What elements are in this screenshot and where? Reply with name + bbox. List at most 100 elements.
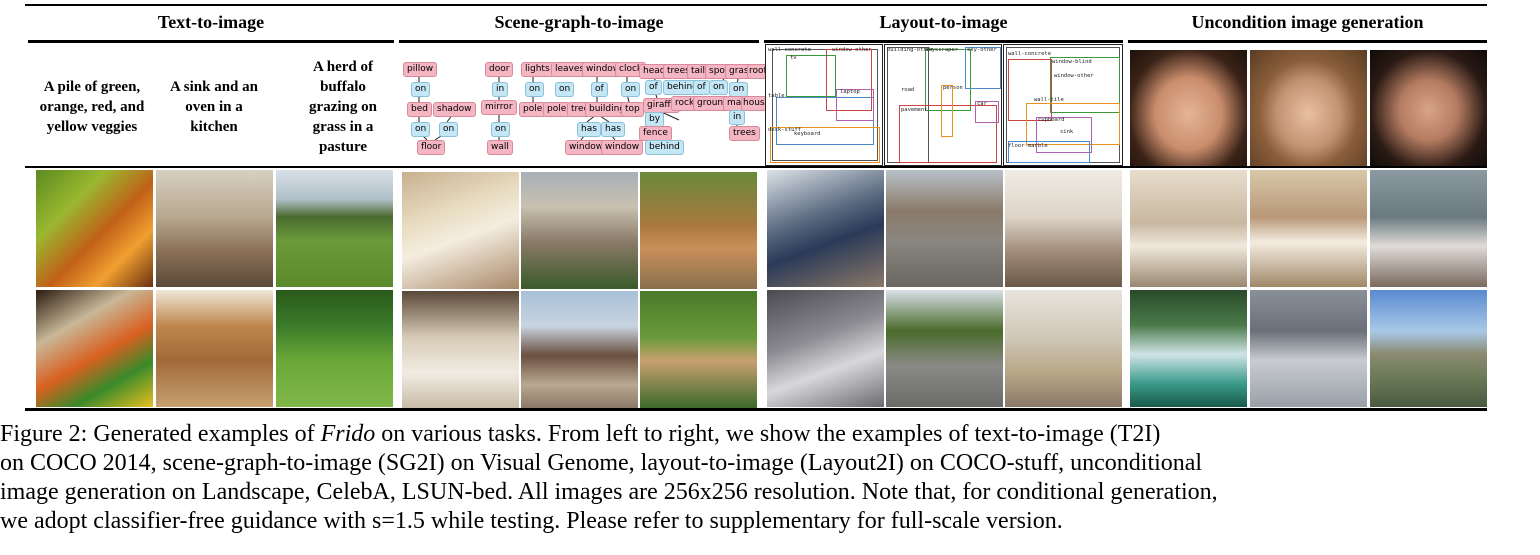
sg-node: has xyxy=(601,122,625,137)
layout-label: keyboard xyxy=(794,131,821,137)
generated-image-bed-2 xyxy=(1250,170,1367,287)
sg-node: on xyxy=(439,122,459,137)
sg-node: mirror xyxy=(481,100,517,115)
sg-node: behind xyxy=(645,140,684,155)
mid-rule xyxy=(25,166,1487,168)
layout-label: building-other xyxy=(887,47,934,53)
sg-node: on xyxy=(411,82,431,97)
layout-label: desk-stuff xyxy=(768,127,802,133)
generated-image-bed-3 xyxy=(1370,170,1487,287)
t2i-prompt-3: A herd of buffalo grazing on grass in a … xyxy=(309,59,377,155)
layout-box xyxy=(899,105,997,163)
layout-box xyxy=(826,49,872,111)
generated-image-bathroom-2 xyxy=(1005,290,1122,407)
sg-node: on xyxy=(411,122,431,137)
layout-label: wall-concrete xyxy=(768,47,812,53)
caption-line-3: image generation on Landscape, CelebA, L… xyxy=(0,479,1218,505)
generated-image-mountains xyxy=(1370,290,1487,407)
generated-image-bathroom-1 xyxy=(1005,170,1122,287)
sg-node: on xyxy=(555,82,575,97)
layout-box xyxy=(941,85,953,137)
sg-node: in xyxy=(729,110,746,125)
layout-box xyxy=(1036,117,1092,153)
generated-image-street-2 xyxy=(886,290,1003,407)
top-rule xyxy=(25,4,1487,6)
layout-label: window-blind xyxy=(1052,59,1092,65)
sg-node: in xyxy=(492,82,509,97)
sg-node: pillow xyxy=(403,62,438,77)
layout-label: person xyxy=(943,85,963,91)
sg-node: trees xyxy=(729,126,760,141)
header-scene-graph-to-image: Scene-graph-to-image xyxy=(494,12,664,32)
caption-line-4: we adopt classifier-free guidance with s… xyxy=(0,508,1063,534)
layout-box xyxy=(776,97,874,145)
generated-image-giraffe-2 xyxy=(640,291,757,408)
layout-box xyxy=(772,49,878,161)
sg-node: of xyxy=(693,80,710,95)
generated-image-desk-2 xyxy=(767,290,884,407)
caption-line-2: on COCO 2014, scene-graph-to-image (SG2I… xyxy=(0,450,1203,476)
layout-label: skyscraper xyxy=(925,47,959,53)
sg-node: has xyxy=(577,122,601,137)
sg-node: shadow xyxy=(433,102,476,117)
sg-node: on xyxy=(491,122,511,137)
header-rule-4 xyxy=(1128,40,1487,43)
layout-label: pavement xyxy=(901,107,928,113)
sg-node: of xyxy=(645,80,662,95)
layout-label: laptop xyxy=(840,89,860,95)
caption-line-1-rest: on various tasks. From left to right, we… xyxy=(375,421,1161,447)
sg-node: fence xyxy=(639,126,672,141)
header-rule-2 xyxy=(399,40,759,43)
header-text-to-image: Text-to-image xyxy=(157,12,265,32)
generated-image-desk-1 xyxy=(767,170,884,287)
layout-panel-1: wall-concrete window-other tv table lapt… xyxy=(765,44,883,166)
generated-image-bed-1 xyxy=(1130,170,1247,287)
sg-node: on xyxy=(709,80,729,95)
layout-label: sky-other xyxy=(967,47,997,53)
bottom-rule xyxy=(25,408,1487,411)
layout-label: cupboard xyxy=(1038,117,1065,123)
figure-caption: Figure 2: Generated examples of Frido on… xyxy=(0,420,1540,536)
header-rule-1 xyxy=(28,40,394,43)
sg-node: building xyxy=(585,102,630,117)
sg-node: top xyxy=(621,102,644,117)
t2i-prompt-2: A sink and an oven in a kitchen xyxy=(170,79,258,135)
layout-box xyxy=(925,49,971,111)
scene-graph-panel: pillow on bed shadow on on floor door in… xyxy=(399,50,773,160)
caption-prefix: Figure 2: Generated examples of xyxy=(0,421,321,447)
caption-line-1: Figure 2: Generated examples of Frido on… xyxy=(0,420,1540,449)
generated-image-street-1 xyxy=(886,170,1003,287)
header-layout-to-image: Layout-to-image xyxy=(879,12,1008,32)
generated-image-seascape xyxy=(1250,290,1367,407)
generated-image-kitchen-1 xyxy=(156,170,273,287)
caption-model-name: Frido xyxy=(320,421,376,447)
layout-label: car xyxy=(977,101,987,107)
generated-image-building-2 xyxy=(521,291,638,408)
sg-node: on xyxy=(729,82,749,97)
layout-label: wall-tile xyxy=(1034,97,1064,103)
layout-label: sink xyxy=(1060,129,1074,135)
sg-node: door xyxy=(485,62,514,77)
layout-box xyxy=(1008,59,1052,121)
header-rule-3 xyxy=(764,40,1123,43)
generated-image-veggies-2 xyxy=(36,290,153,407)
generated-image-building-1 xyxy=(521,172,638,289)
sg-node: bed xyxy=(407,102,432,117)
layout-label: road xyxy=(901,87,915,93)
sg-node: by xyxy=(645,112,665,127)
layout-panel-3: wall-concrete window-blind window-other … xyxy=(1003,44,1123,166)
generated-image-giraffe-1 xyxy=(640,172,757,289)
generated-image-bedroom-1 xyxy=(402,172,519,289)
sg-node: on xyxy=(621,82,641,97)
generated-image-buffalo-2 xyxy=(276,290,393,407)
face-image-3 xyxy=(1370,50,1487,166)
layout-box xyxy=(770,127,880,163)
layout-box xyxy=(836,89,874,121)
layout-label: tv xyxy=(790,55,797,61)
layout-box xyxy=(1050,57,1120,113)
layout-box xyxy=(786,55,836,97)
generated-image-bedroom-2 xyxy=(402,291,519,408)
layout-panel-2: building-other skyscraper sky-other road… xyxy=(884,44,1002,166)
sg-node: of xyxy=(591,82,608,97)
sg-node: wall xyxy=(487,140,513,155)
